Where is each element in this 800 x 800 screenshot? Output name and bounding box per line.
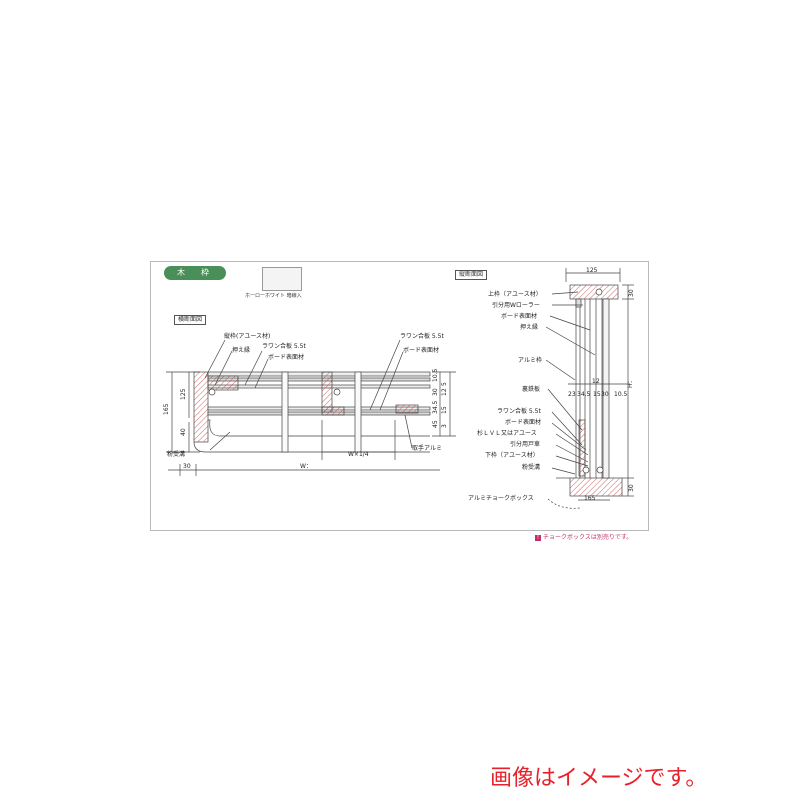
dim-45: 45 [432,420,439,428]
vertical-section [545,268,634,509]
label-v-rawan: ラワン合板 5.5t [497,407,541,415]
color-swatch [262,267,302,291]
dim-v-b30: 30 [628,484,635,492]
label-rawan: ラワン合板 5.5t [262,342,306,350]
dim-345: 34.5 [432,400,439,414]
dim-5: 5 [441,382,448,386]
label-uratetsu: 裏鉄板 [522,385,540,393]
label-v-osaebuchi: 押え縁 [520,323,538,331]
swatch-label: ホーローホワイト 暗線入 [245,293,302,299]
dim-15: 15 [441,406,448,414]
image-caption: 画像はイメージです。 [490,766,708,791]
label-v-board2: ボード表面材 [505,418,541,426]
dim-v-23: 23 [568,391,576,398]
dim-30: 30 [432,388,439,396]
dim-v-12: 12 [592,378,600,385]
dim-165: 165 [163,403,170,415]
label-board2: ボード表面材 [403,346,439,354]
dim-v-345: 34.5 [577,391,591,398]
label-funuke: 粉受溝 [167,450,185,458]
warning-icon: ! [535,535,541,541]
dim-125: 125 [180,388,187,400]
horizontal-section [166,339,456,476]
label-osaebuchi: 押え縁 [232,346,250,354]
dim-v-15: 15 [593,391,601,398]
vertical-section-labels: 上枠（アユース材） 引分用Wローラー ボード表面材 押え縁 アルミ枠 裏鉄板 ラ… [468,267,635,502]
dim-v-165: 165 [584,495,596,502]
label-board: ボード表面材 [268,353,304,361]
material-tag: 木 枠 [164,266,226,280]
dim-v-105: 10.5 [614,391,628,398]
label-alumi: アルミ枠 [518,356,542,364]
horizontal-section-title: 横断面図 [174,315,207,325]
label-shitawaku: 下枠（アユース材） [485,451,539,459]
dim-12: 12 [441,388,448,396]
vertical-section-title: 縦断面図 [455,270,488,280]
label-v-board: ボード表面材 [501,312,537,320]
label-rawan2: ラワン合板 5.5t [400,332,444,340]
label-v-funuke: 粉受溝 [522,463,540,471]
dim-bottom-30: 30 [183,463,191,470]
dim-v-t30: 30 [628,289,635,297]
dim-w4: W×1/4 [348,451,369,458]
label-tosha: 引分用戸車 [510,440,540,448]
horizontal-section-labels: 縦枠(アユース材) 押え縁 ラワン合板 5.5t ボード表面材 ラワン合板 5.… [163,332,448,470]
dim-105: 10.5 [432,368,439,382]
dim-v-30: 30 [601,391,609,398]
sold-separately-note: !チョークボックスは別売りです。 [535,532,632,541]
label-chalkbox: アルミチョークボックス [468,494,534,502]
label-uwaku: 上枠（アユース材） [488,290,542,298]
label-sugi: 杉ＬＶＬ又はアユース [477,429,537,437]
label-roller: 引分用Wローラー [492,301,540,309]
dim-v-125: 125 [586,267,598,274]
label-handle: 取手アルミ [412,444,442,452]
note-text: チョークボックスは別売りです。 [543,534,633,541]
dim-40: 40 [180,428,187,436]
diagram-panel [150,261,649,531]
dim-v-h: H： [627,377,634,388]
label-tatewaku: 縦枠(アユース材) [224,332,270,340]
dim-3: 3 [441,424,448,428]
dim-w: W： [300,463,312,470]
